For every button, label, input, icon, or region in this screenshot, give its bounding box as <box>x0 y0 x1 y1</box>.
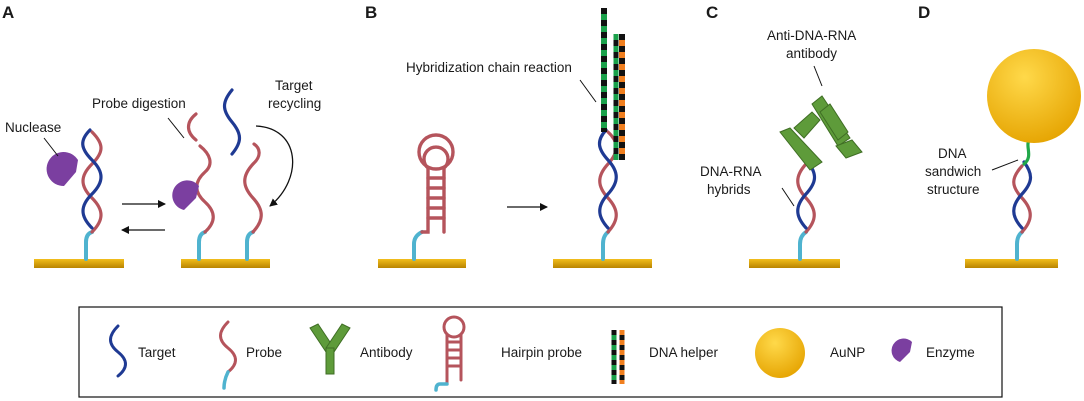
linker-strand <box>245 230 255 261</box>
panel-letter-c: C <box>706 3 718 22</box>
legend-target-icon <box>109 324 127 378</box>
panel-letter-a: A <box>2 3 14 22</box>
label-hcr: Hybridization chain reaction <box>406 60 572 75</box>
linker-strand <box>798 230 808 261</box>
hairpin-loop <box>417 133 455 171</box>
gold-surface <box>181 259 270 268</box>
target-strand <box>1012 160 1033 230</box>
label-sandwich-2: sandwich <box>925 164 981 179</box>
gold-surface <box>378 259 466 268</box>
legend-enzyme-icon <box>891 338 912 362</box>
legend-aunp-icon <box>755 328 805 378</box>
target-strand <box>222 88 242 156</box>
linker-strand <box>601 230 610 261</box>
gold-surface <box>749 259 840 268</box>
linker-strand <box>1015 230 1024 261</box>
leader-antibody <box>813 65 823 87</box>
target-strand <box>796 160 817 230</box>
panel-a: A Nuclease Probe digestion Target recycl… <box>2 3 321 268</box>
label-sandwich-3: structure <box>927 182 980 197</box>
arrow-recycling <box>255 125 294 207</box>
label-probe-digestion: Probe digestion <box>92 96 186 111</box>
anti-dna-rna-antibody <box>779 95 863 171</box>
legend-target-label: Target <box>138 345 176 360</box>
label-hybrids-1: DNA-RNA <box>700 164 762 179</box>
gold-nanoparticle <box>987 49 1081 143</box>
panel-letter-b: B <box>365 3 377 22</box>
legend-probe-label: Probe <box>246 345 282 360</box>
label-sandwich-1: DNA <box>938 146 967 161</box>
linker-strand <box>84 230 94 261</box>
nuclease-enzyme <box>172 180 199 210</box>
probe-strand <box>1012 164 1032 234</box>
legend-hairpin-label: Hairpin probe <box>501 345 582 360</box>
gold-surface <box>553 259 652 268</box>
label-antibody-2: antibody <box>786 46 837 61</box>
panel-letter-d: D <box>918 3 930 22</box>
leader-sandwich <box>991 159 1019 171</box>
panel-d: D DNA sandwich structure <box>918 3 1081 268</box>
hairpin-probe <box>420 145 450 234</box>
legend: Target Probe Antibody Hairpin probe <box>78 306 1003 398</box>
legend-antibody-icon <box>309 323 351 375</box>
leader-hybrids <box>781 187 795 207</box>
legend-probe-icon <box>219 320 237 374</box>
label-hybrids-2: hybrids <box>707 182 751 197</box>
legend-hairpin-linker <box>434 382 449 392</box>
linker-strand <box>197 230 207 261</box>
label-target-recycling-1: Target <box>275 78 313 93</box>
probe-strand <box>81 130 103 234</box>
panel-b: B Hybridization chain reaction <box>365 3 652 268</box>
nuclease-enzyme <box>46 152 78 187</box>
probe-fragment <box>186 112 198 142</box>
label-target-recycling-2: recycling <box>268 96 321 111</box>
panel-c: C Anti-DNA-RNA antibody DNA-RNA hybrids <box>700 3 863 268</box>
legend-antibody-label: Antibody <box>360 345 413 360</box>
linker-strand <box>412 230 424 261</box>
gold-surface <box>965 259 1058 268</box>
legend-enzyme-label: Enzyme <box>926 345 975 360</box>
legend-aunp-label: AuNP <box>830 345 865 360</box>
leader-nuclease <box>43 137 59 157</box>
target-strand <box>81 128 103 230</box>
probe-strand <box>796 162 816 234</box>
label-antibody-1: Anti-DNA-RNA <box>767 28 856 43</box>
probe-strand <box>195 144 215 234</box>
legend-helper-icon <box>611 330 625 384</box>
gold-surface <box>34 259 124 268</box>
legend-hairpin-icon <box>442 315 466 386</box>
target-strand <box>597 128 618 230</box>
legend-probe-linker <box>222 370 230 390</box>
probe-strand <box>243 142 263 234</box>
leader-hcr <box>579 79 597 103</box>
label-nuclease: Nuclease <box>5 120 61 135</box>
legend-helper-label: DNA helper <box>649 345 719 360</box>
leader-probe-digestion <box>167 117 185 139</box>
